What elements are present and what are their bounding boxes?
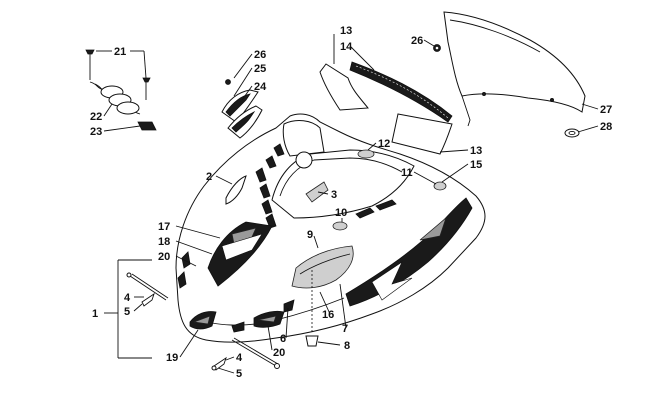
callout-16: 16 [322,309,334,321]
callout-6: 6 [280,333,286,345]
hood-fastener [305,270,319,347]
deflector-strip [349,61,453,123]
callout-17: 17 [158,221,170,233]
callout-27: 27 [600,104,612,116]
callout-15: 15 [470,159,482,171]
fairing-trim-screw [225,79,231,85]
callout-19: 19 [166,352,178,364]
callout-4-upper: 4 [124,292,131,304]
callout-11: 11 [401,167,413,179]
callout-24: 24 [254,81,267,93]
hood-rod-upper [126,272,169,301]
hood [175,113,486,343]
callout-25: 25 [254,63,266,75]
callout-21: 21 [114,46,126,58]
windshield-nut [433,44,441,52]
grill-slats [255,143,285,229]
callout-13-right: 13 [470,145,482,157]
callout-10: 10 [335,207,347,219]
callout-3: 3 [331,189,337,201]
callout-20-lower: 20 [273,347,285,359]
cotter-pin-lower [211,356,227,371]
fairing-trim-24 [221,89,263,139]
callout-23: 23 [90,126,102,138]
callout-28: 28 [600,121,612,133]
callout-5-upper: 5 [124,306,130,318]
callout-7: 7 [342,323,348,335]
callout-4-lower: 4 [236,352,243,364]
callout-26-left: 26 [254,49,266,61]
callout-20-upper: 20 [158,251,170,263]
callout-18: 18 [158,236,170,248]
windshield-washer [564,128,580,138]
callout-1: 1 [92,308,98,320]
callout-5-lower: 5 [236,368,242,380]
leader-lines [96,34,599,374]
callout-8: 8 [344,340,350,352]
spring-assembly [85,49,157,131]
hood-rod-lower [231,337,280,369]
callout-13-upper: 13 [340,25,352,37]
side-deflector-upper [319,63,369,111]
cotter-pin-upper [141,292,155,307]
callout-labels: 1 2 3 4 5 4 5 6 7 8 9 10 11 12 13 14 13 … [90,25,612,380]
windshield [443,11,586,127]
callout-9: 9 [307,229,313,241]
side-panel-right [391,113,453,155]
callout-26-right: 26 [411,35,423,47]
callout-2: 2 [206,171,212,183]
callout-22: 22 [90,111,102,123]
callout-12: 12 [378,138,390,150]
callout-14: 14 [340,41,353,53]
